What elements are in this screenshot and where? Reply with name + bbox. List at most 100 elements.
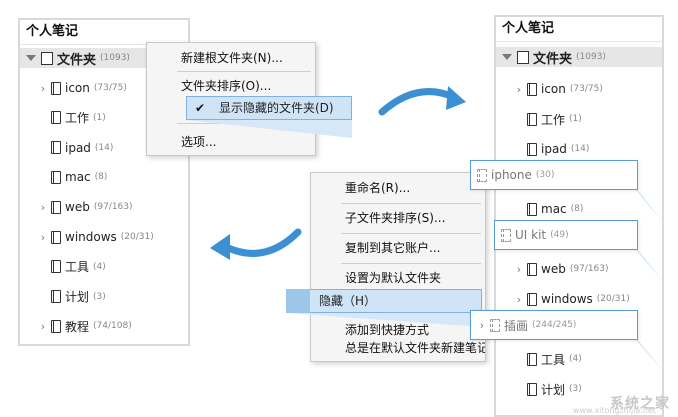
folder-row[interactable]: 计划(3) [514,379,582,399]
menu-item-rename[interactable]: 重命名(R)... [345,181,411,195]
folder-count: (97/163) [569,264,609,274]
notebook-icon [527,352,537,366]
folder-count: (20/31) [120,232,154,242]
chevron-right-icon[interactable]: › [516,262,522,276]
root-folder-count: (1093) [100,53,130,63]
chevron-right-icon[interactable]: › [40,230,46,244]
root-folder-row[interactable]: 文件夹 (1093) [496,47,662,67]
checkmark-icon: ✔ [194,101,206,115]
notebook-icon [527,382,537,396]
notebook-icon [51,170,61,184]
folder-count: (3) [93,291,106,302]
panel-title: 个人笔记 [20,20,188,45]
menu-item-set-default[interactable]: 设置为默认文件夹 [345,271,442,285]
chevron-right-icon[interactable]: › [516,292,522,306]
watermark-url: www.xitongzhijia.net [572,406,656,415]
folder-label: windows [541,292,593,306]
folder-row[interactable]: › windows(20/31) [38,227,154,247]
chevron-right-icon[interactable]: › [40,81,46,95]
folder-label: web [541,262,566,276]
folder-label: UI kit [515,228,547,242]
notebook-icon [51,111,61,125]
menu-item-sort-folders[interactable]: 文件夹排序(O)... [181,79,272,93]
menu-item-label: 显示隐藏的文件夹(D) [219,101,334,115]
folder-count: (74/108) [93,321,132,332]
hidden-folder-iphone[interactable]: iphone (30) [470,160,638,190]
folder-row[interactable]: mac(8) [38,167,107,187]
curved-arrow-left-icon [210,228,302,260]
folder-row[interactable]: 工作(1) [514,109,582,129]
folder-label: 工作 [65,111,90,126]
folder-count: (73/75) [569,84,603,94]
folder-row[interactable]: 计划(3) [38,287,106,307]
notebook-icon [51,141,61,155]
folder-row[interactable]: › web(97/163) [514,259,609,279]
folder-row[interactable]: 工具(4) [514,349,582,369]
chevron-right-icon[interactable]: › [479,318,485,332]
folder-row[interactable]: ›icon(73/75) [38,78,127,98]
notebook-icon [41,51,53,65]
folder-count: (14) [570,144,590,154]
folder-row[interactable]: ›web(97/163) [38,197,133,217]
folder-count: (4) [93,261,106,272]
folder-label: mac [541,202,567,216]
folder-label: ipad [65,140,91,155]
folder-row[interactable]: ipad(14) [38,138,113,158]
chevron-right-icon[interactable]: › [516,82,522,96]
folder-label: 工具 [541,352,566,367]
folder-count: (49) [550,230,569,240]
folder-count: (97/163) [93,202,133,213]
folder-row[interactable]: › icon(73/75) [514,79,603,99]
root-folder-label: 文件夹 [533,51,573,67]
folder-label: 教程 [65,319,90,334]
folder-row[interactable]: › 教程(74/108) [38,316,132,336]
notebook-icon [51,319,61,333]
collapse-caret-icon[interactable] [502,54,512,60]
notebook-icon [527,292,537,306]
collapse-caret-icon[interactable] [26,55,36,61]
folder-row[interactable]: 工作(1) [38,108,106,128]
menu-divider [341,233,481,234]
folder-count: (3) [569,384,582,394]
hidden-folder-illustration[interactable]: › 插画 (244/245) [470,310,638,340]
panel-title: 个人笔记 [496,17,662,42]
menu-item-label: 隐藏（H） [319,294,377,308]
hidden-folder-ui-kit[interactable]: UI kit (49) [494,220,638,250]
folder-row[interactable]: 工具(4) [38,257,106,277]
menu-item-copy-to-account[interactable]: 复制到其它账户... [345,241,441,255]
folder-context-menu: 重命名(R)... 子文件夹排序(S)... 复制到其它账户... 设置为默认文… [310,172,486,362]
folder-label: mac [65,170,91,185]
folder-count: (73/75) [93,83,127,93]
notebook-icon [527,142,537,156]
hidden-notebook-icon [501,228,511,242]
menu-item-new-root-folder[interactable]: 新建根文件夹(N)... [181,51,283,65]
notebook-icon [51,200,61,214]
menu-item-always-new-note[interactable]: 总是在默认文件夹新建笔记 [345,341,485,355]
menu-item-sort-subfolders[interactable]: 子文件夹排序(S)... [345,211,446,225]
folder-count: (20/31) [596,294,630,304]
callout-pointer [186,118,352,138]
folder-label: 计划 [65,290,90,305]
chevron-right-icon[interactable]: › [40,319,46,333]
folder-count: (1) [569,114,582,124]
root-folder-label: 文件夹 [57,52,97,68]
menu-item-options[interactable]: 选项... [181,135,217,149]
root-folder-count: (1093) [576,52,606,62]
folder-label: windows [65,230,117,244]
notebook-icon [527,262,537,276]
folder-label: icon [541,82,566,96]
folder-label: iphone [491,168,532,182]
folder-row[interactable]: ipad(14) [514,139,589,159]
notebook-icon [51,260,61,274]
menu-item-add-shortcut[interactable]: 添加到快捷方式 [345,323,430,337]
menu-item-show-hidden-folders[interactable]: ✔ 显示隐藏的文件夹(D) [186,96,352,120]
folder-row[interactable]: › windows(20/31) [514,289,630,309]
folder-count: (14) [94,142,114,153]
callout-pointer [636,340,664,372]
folder-row[interactable]: mac(8) [514,199,583,219]
folder-label: 计划 [541,382,566,397]
highlight-accent-block [286,289,310,313]
chevron-right-icon[interactable]: › [40,200,46,214]
folder-label: 插画 [504,318,529,333]
menu-item-hide[interactable]: 隐藏（H） [286,289,482,313]
